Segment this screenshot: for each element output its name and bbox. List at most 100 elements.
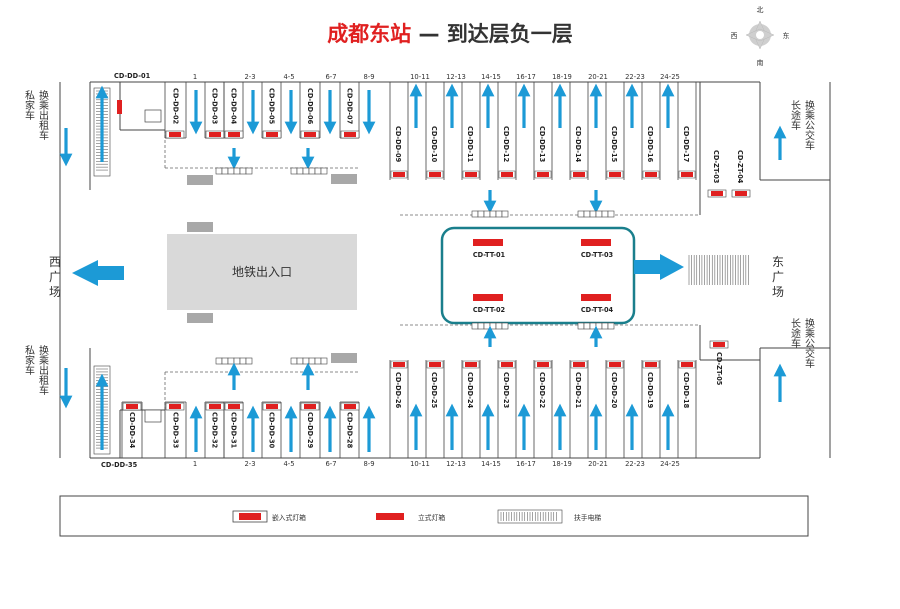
- legend-embedded-label: 嵌入式灯箱: [272, 513, 306, 522]
- page-title: 成都东站 — 到达层负一层: [0, 18, 900, 48]
- embedded-lightbox-fill: [711, 191, 723, 196]
- gate-cell: [495, 210, 503, 218]
- left-top-col1: 换乘出租车: [37, 89, 49, 141]
- legend-standing-icon: [376, 513, 404, 520]
- embedded-lightbox-fill: [393, 172, 405, 177]
- embedded-lightbox-fill: [169, 404, 181, 409]
- pillar-number: 14-15: [481, 460, 501, 468]
- embedded-lightbox-fill: [169, 132, 181, 137]
- compass-east: 东: [783, 31, 790, 40]
- stall-code: CD-DD-28: [346, 412, 354, 449]
- pillar-number: 20-21: [588, 460, 608, 468]
- stall-code: CD-DD-10: [430, 126, 438, 163]
- embedded-lightbox-fill: [209, 404, 221, 409]
- stall-code: CD-DD-30: [268, 412, 276, 449]
- gate-cell: [589, 322, 597, 330]
- stall-code: CD-DD-25: [430, 372, 438, 409]
- west-plaza-line2: 广: [49, 270, 61, 284]
- big-arrow-east: [634, 254, 684, 280]
- gate-cell: [314, 357, 322, 365]
- embedded-lightbox-fill: [209, 132, 221, 137]
- pillar-number: 16-17: [516, 460, 536, 468]
- stall-code: CD-DD-14: [574, 126, 582, 163]
- stall-code: CD-DD-07: [346, 88, 354, 125]
- gate-cell: [477, 210, 485, 218]
- gate-cell: [290, 167, 298, 175]
- embedded-lightbox-fill: [681, 362, 693, 367]
- right-top-col2: 长途车: [789, 100, 801, 131]
- pillar-number: 22-23: [625, 460, 645, 468]
- standing-lightbox: [581, 239, 611, 246]
- kiosk-icon: [144, 409, 162, 423]
- title-separator: —: [418, 22, 440, 46]
- embedded-lightbox-fill: [465, 362, 477, 367]
- gate-cell: [239, 357, 247, 365]
- stall-code: CD-DD-18: [682, 372, 690, 409]
- gate-cell: [601, 322, 609, 330]
- stall-code: CD-DD-12: [502, 126, 510, 163]
- stall-code: CD-DD-20: [610, 372, 618, 409]
- compass-west: 西: [731, 32, 738, 40]
- pillar-number: 10-11: [410, 73, 430, 81]
- center-code: CD-TT-02: [473, 306, 506, 314]
- pillar-number: 14-15: [481, 73, 501, 81]
- embedded-lightbox-fill: [429, 362, 441, 367]
- embedded-lightbox-fill: [393, 362, 405, 367]
- stall-code: CD-DD-06: [306, 88, 314, 125]
- east-plaza-line2: 广: [772, 270, 784, 284]
- stall-code: CD-DD-21: [574, 372, 582, 409]
- stall-code: CD-DD-33: [172, 412, 180, 449]
- gate-cell: [302, 167, 310, 175]
- gate-cell: [577, 322, 585, 330]
- gate-cell: [245, 357, 253, 365]
- right-top-col1: 换乘公交车: [803, 99, 815, 151]
- embedded-lightbox-fill: [573, 172, 585, 177]
- legend-escalator-label: 扶手电梯: [574, 513, 601, 522]
- gate-cell: [239, 167, 247, 175]
- gate-cell: [607, 210, 615, 218]
- stall-code: CD-DD-16: [646, 126, 654, 163]
- pillar-number: 2-3: [244, 460, 255, 468]
- embedded-lightbox-fill: [465, 172, 477, 177]
- compass-south: 南: [757, 58, 764, 67]
- embedded-lightbox-fill: [681, 172, 693, 177]
- embedded-lightbox-fill: [228, 132, 240, 137]
- gate-cell: [227, 167, 235, 175]
- embedded-lightbox-fill: [609, 172, 621, 177]
- embedded-lightbox-fill: [266, 132, 278, 137]
- stall-code: CD-DD-05: [268, 88, 276, 125]
- legend-escalator-icon: [497, 509, 563, 524]
- embedded-lightbox-fill: [429, 172, 441, 177]
- embedded-lightbox-fill: [501, 362, 513, 367]
- grey-bar: [187, 222, 213, 232]
- compass-icon: [745, 20, 775, 50]
- pillar-number: 12-13: [446, 73, 466, 81]
- grey-bar: [187, 313, 213, 323]
- embedded-lightbox-fill: [304, 404, 316, 409]
- stall-code: CD-DD-22: [538, 372, 546, 409]
- gate-cell: [221, 357, 229, 365]
- standing-lightbox: [581, 294, 611, 301]
- left-bottom-col1: 换乘出租车: [37, 344, 49, 396]
- stall-code: CD-DD-13: [538, 126, 546, 163]
- stall-code: CD-DD-03: [211, 88, 219, 125]
- standing-lightbox: [473, 239, 503, 246]
- center-code: CD-TT-01: [473, 251, 506, 259]
- gate-cell: [583, 210, 591, 218]
- gate-cell: [489, 322, 497, 330]
- gate-cell: [471, 322, 479, 330]
- stall-code: CD-DD-26: [394, 372, 402, 409]
- standing-lightbox: [473, 294, 503, 301]
- gate-cell: [308, 357, 316, 365]
- left-top-col2: 私家车: [23, 90, 35, 121]
- gate-cell: [320, 167, 328, 175]
- gate-cell: [302, 357, 310, 365]
- stall-code: CD-DD-32: [211, 412, 219, 449]
- embedded-lightbox-fill: [713, 342, 725, 347]
- gate-cell: [215, 357, 223, 365]
- pillar-number: 24-25: [660, 460, 680, 468]
- stall-code: CD-ZT-05: [715, 352, 723, 386]
- title-station: 成都东站: [327, 22, 412, 46]
- standing-lightbox: [117, 100, 122, 114]
